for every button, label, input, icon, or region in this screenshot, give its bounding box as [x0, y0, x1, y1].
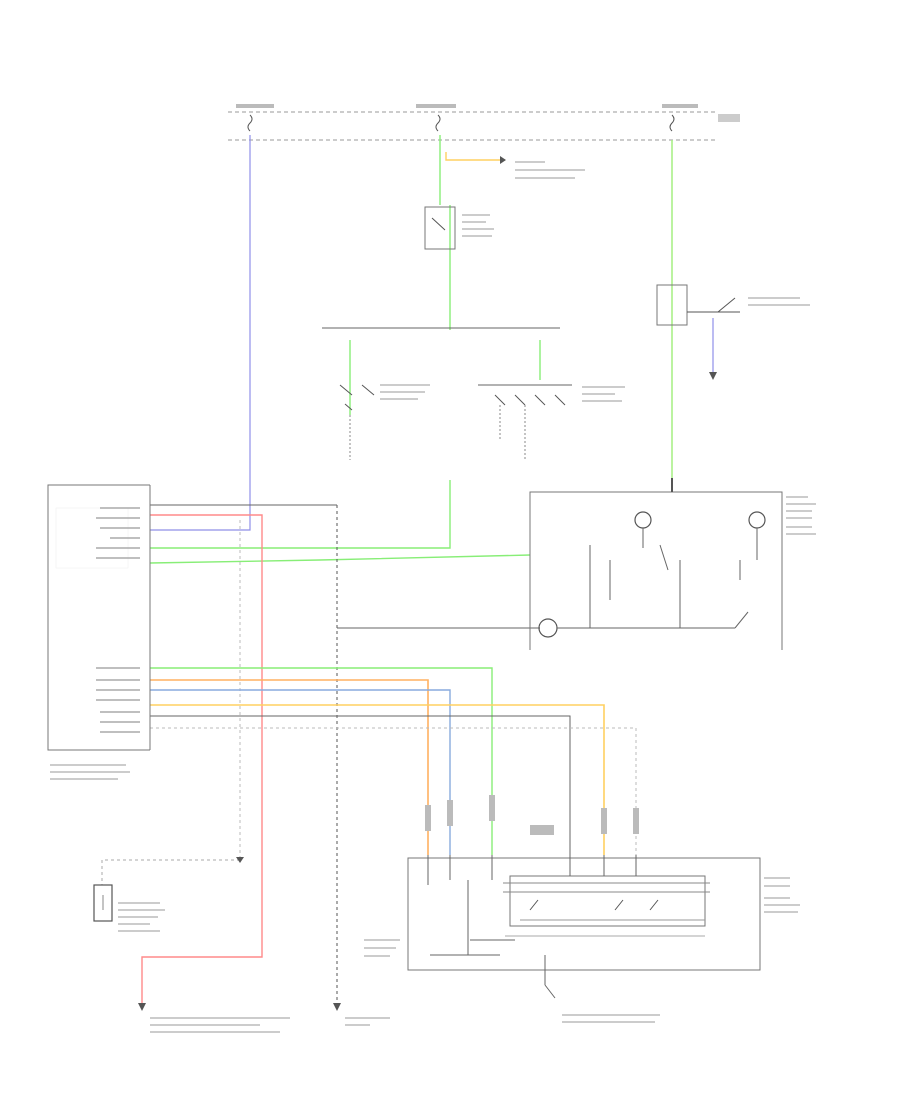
servo-assembly [529, 478, 783, 650]
fuse-label-mark-2 [416, 104, 456, 108]
control-module [47, 484, 151, 751]
servo-label-marks [786, 496, 816, 535]
actuator-assembly [407, 857, 761, 971]
fuse-box-label-mark [718, 114, 740, 122]
actuator-internal [427, 855, 637, 999]
motor-icon [538, 511, 766, 638]
wire-orange-harness [150, 679, 429, 855]
wire-green-lower [149, 554, 531, 564]
power-bus [228, 104, 740, 141]
wire-grey-harness [150, 727, 637, 855]
fuse-label-mark-1 [236, 104, 274, 108]
fuse-icon [247, 114, 675, 132]
wire-black-harness [150, 715, 571, 855]
ground-icon [138, 318, 717, 1011]
wire-red [141, 514, 263, 1005]
actuator-pin-marks [425, 795, 639, 835]
relay-icon [93, 884, 659, 922]
bottom-label-marks [118, 902, 390, 1033]
arrow-icon [500, 156, 506, 164]
fuse-label-mark-3 [662, 104, 698, 108]
wire-green-center [439, 135, 451, 330]
actuator-label-marks [364, 877, 800, 1023]
switch-icon [339, 206, 740, 411]
servo-internal-wiring [557, 544, 749, 629]
wire-blue-harness [150, 689, 451, 855]
wire-yellow-harness [150, 704, 605, 855]
module-caption-marks [50, 764, 130, 780]
wire-yellow-short [445, 152, 505, 161]
switch-dash-marks [349, 405, 526, 460]
wire-blue-main [150, 135, 251, 531]
wire-green-harness [150, 667, 493, 855]
wire-dashed-solenoid [101, 859, 240, 885]
wire-green-to-module [150, 480, 451, 549]
upper-label-marks [380, 161, 810, 402]
module-pin-marks [96, 507, 140, 733]
